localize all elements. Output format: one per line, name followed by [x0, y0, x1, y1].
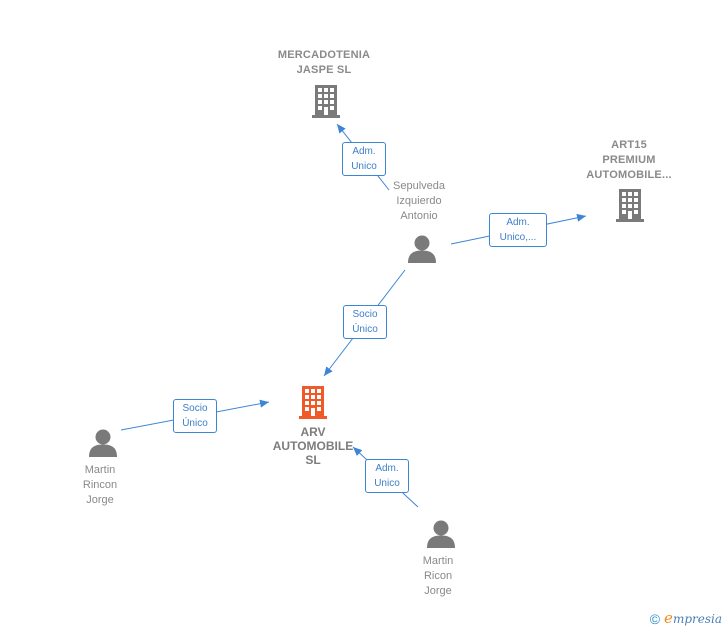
node-martin-ricon-bottom[interactable]: Martin Ricon Jorge — [398, 554, 478, 599]
edge-label-adm-unico-art15[interactable]: Adm. Unico,... — [489, 213, 547, 247]
edge-label-line: Unico — [351, 161, 377, 172]
node-label-line: Izquierdo — [396, 195, 442, 207]
brand-logo-e: e — [664, 609, 673, 627]
building-icon[interactable] — [616, 189, 644, 222]
copyright-icon: © — [649, 611, 661, 627]
node-label-line: Jorge — [424, 585, 452, 597]
edge-label-line: Unico,... — [499, 232, 537, 243]
node-label-line: MERCADOTENIA — [277, 49, 371, 61]
person-icon[interactable] — [89, 429, 117, 458]
node-label-line: Martin — [84, 464, 116, 476]
edge-label-line: Socio — [352, 309, 378, 320]
edge-label-line: Único — [182, 418, 208, 429]
edge-label-adm-unico-mercadotenia[interactable]: Adm. Unico — [342, 142, 386, 176]
brand-footer: ©empresia — [650, 609, 722, 627]
node-label-line: AUTOMOBILE — [272, 439, 354, 453]
node-label-line: ARV — [300, 425, 326, 439]
node-label: ARV AUTOMOBILE SL — [253, 425, 373, 467]
edge-label-line: Socio — [182, 403, 208, 414]
node-label-line: Martin — [422, 555, 454, 567]
node-label-line: JASPE SL — [296, 64, 352, 76]
node-mercadotenia-jaspe[interactable]: MERCADOTENIA JASPE SL — [264, 48, 384, 78]
edge-label-line: Adm. — [375, 463, 399, 474]
node-label-line: AUTOMOBILE... — [586, 169, 672, 181]
node-label: Martin Ricon Jorge — [398, 554, 478, 599]
edge-label-socio-unico-martin[interactable]: Socio Único — [173, 399, 217, 433]
edge-label-socio-unico-sepulveda[interactable]: Socio Único — [343, 305, 387, 339]
node-label-line: SL — [305, 453, 321, 467]
person-icon[interactable] — [427, 520, 455, 549]
node-art15-premium[interactable]: ART15 PREMIUM AUTOMOBILE... — [570, 138, 688, 183]
node-label: Sepulveda Izquierdo Antonio — [369, 179, 469, 224]
node-label: ART15 PREMIUM AUTOMOBILE... — [570, 138, 688, 183]
node-label-line: Jorge — [86, 494, 114, 506]
node-label-line: Ricon — [423, 570, 453, 582]
node-martin-rincon-left[interactable]: Martin Rincon Jorge — [60, 463, 140, 508]
node-label-line: ART15 — [611, 139, 647, 151]
edge-label-line: Unico — [374, 478, 400, 489]
node-label-line: Rincon — [82, 479, 118, 491]
node-label: Martin Rincon Jorge — [60, 463, 140, 508]
edge-label-line: Único — [352, 324, 378, 335]
node-label-line: Antonio — [400, 210, 438, 222]
building-icon[interactable] — [312, 85, 340, 118]
node-label: MERCADOTENIA JASPE SL — [264, 48, 384, 78]
node-label-line: PREMIUM — [602, 154, 656, 166]
building-icon[interactable] — [299, 386, 327, 419]
edge-label-line: Adm. — [506, 217, 530, 228]
brand-logo-text: mpresia — [672, 612, 722, 626]
person-icon[interactable] — [408, 235, 436, 264]
edge-label-line: Adm. — [352, 146, 376, 157]
node-label-line: Sepulveda — [393, 180, 445, 192]
node-sepulveda-izquierdo[interactable]: Sepulveda Izquierdo Antonio — [369, 179, 469, 224]
edge-label-adm-unico-arv[interactable]: Adm. Unico — [365, 459, 409, 493]
node-arv-automobile[interactable]: ARV AUTOMOBILE SL — [253, 425, 373, 467]
